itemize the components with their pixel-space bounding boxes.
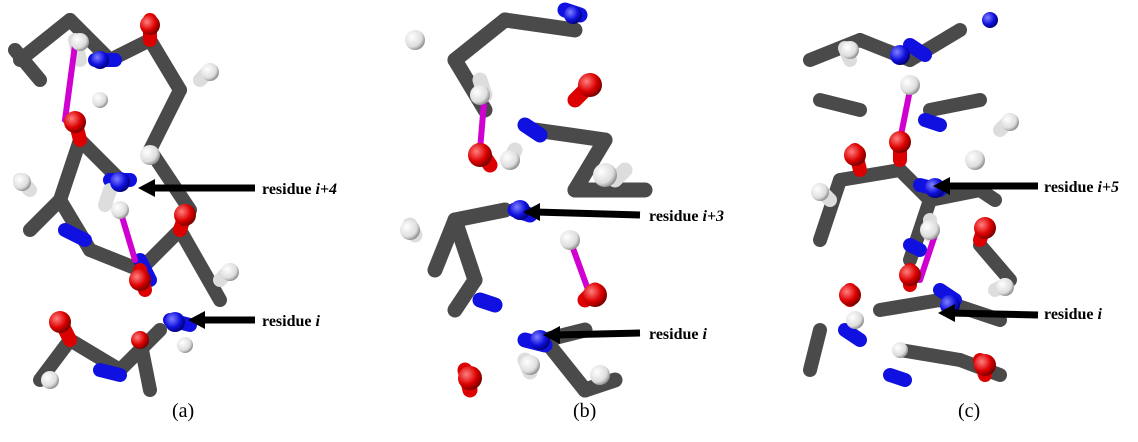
atom-spheres-a [13,15,239,389]
molecule-render-c: residue i+5 residue i [803,12,1119,387]
panel-c-pi-helix: residue i+5 residue i (c) [780,0,1138,442]
label-residue-i4: residue i+4 [262,181,337,198]
arrow-residue-i5 [933,177,1038,195]
arrow-residue-i4 [138,179,255,197]
arrow-residue-i [188,311,255,329]
molecule-render-b: residue i+3 residue i [400,2,724,398]
caption-c: (c) [958,400,981,422]
label-residue-i: residue i [1044,306,1102,323]
arrow-residue-i3 [523,203,641,221]
label-residue-i3: residue i+3 [649,208,724,225]
caption-b: (b) [573,400,597,422]
molecule-render-a: residue i+4 residue i [8,13,337,397]
label-residue-i: residue i [262,313,320,330]
caption-a: (a) [172,400,195,422]
arrow-residue-i [938,304,1039,322]
panel-b-310-helix: residue i+3 residue i (b) [395,0,775,442]
panel-a-alpha-helix: residue i+4 residue i (a) [0,0,380,442]
atom-spheres-b [400,6,617,390]
arrow-residue-i [543,326,641,344]
label-residue-i5: residue i+5 [1044,179,1119,196]
label-residue-i: residue i [649,326,707,343]
